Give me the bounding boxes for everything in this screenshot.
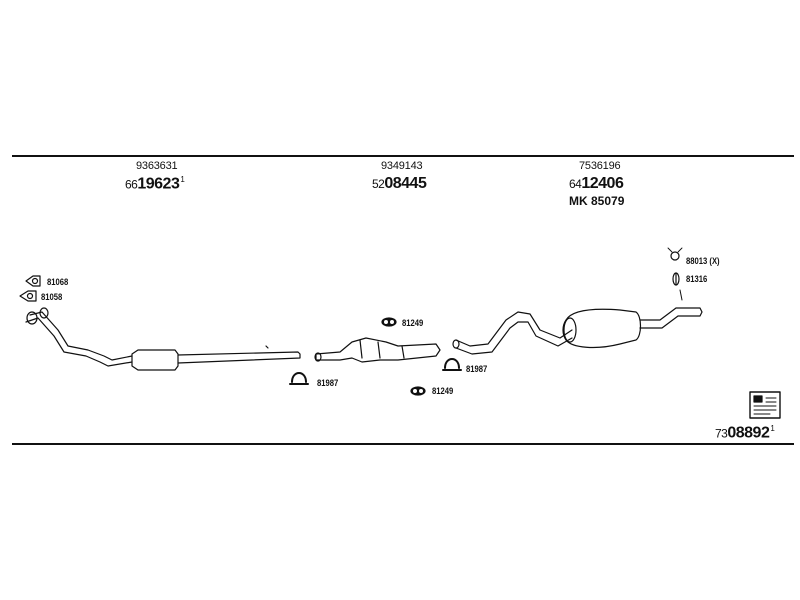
footer-main: 08892 <box>727 424 770 442</box>
front-pipe-assembly <box>25 307 301 371</box>
hanger-clip-icon <box>672 272 683 301</box>
part-number-col1: 66196231 <box>125 175 185 193</box>
flange-ring <box>26 311 38 325</box>
flange-ring <box>39 307 49 319</box>
part-number-col3: 6412406 <box>569 175 624 193</box>
ref-number-col1: 9363631 <box>136 160 178 172</box>
mk-number: MK 85079 <box>569 194 625 208</box>
part-main-col2: 08445 <box>384 175 427 192</box>
callout-hanger: 81316 <box>686 274 708 284</box>
silencer-end-cap <box>563 317 577 343</box>
clamp-icon <box>442 358 462 371</box>
callout-clamp-right: 81987 <box>466 364 488 374</box>
clamp-icon <box>289 372 309 385</box>
part-prefix-col1: 66 <box>125 177 138 192</box>
rear-muffler-assembly <box>452 307 703 355</box>
gasket-icon <box>25 275 41 287</box>
footer-suffix: 1 <box>770 424 775 433</box>
top-divider <box>12 155 794 157</box>
pipe-end <box>452 339 460 349</box>
bottom-divider <box>12 443 794 445</box>
ref-number-col3: 7536196 <box>579 160 621 172</box>
callout-gasket-top: 81068 <box>47 277 69 287</box>
part-number-col2: 5208445 <box>372 175 427 193</box>
catalog-icon <box>749 391 781 419</box>
rubber-mount-icon <box>381 317 397 327</box>
rubber-mount-icon <box>410 386 426 396</box>
pipe-end <box>314 352 322 362</box>
ref-number-col2: 9349143 <box>381 160 423 172</box>
callout-hanger-x: 88013 (X) <box>686 256 720 266</box>
footer-prefix: 73 <box>715 426 728 441</box>
rear-silencer <box>562 308 642 349</box>
part-prefix-col3: 64 <box>569 177 582 191</box>
callout-mount-low: 81249 <box>432 386 454 396</box>
footer-part-number: 73088921 <box>715 424 775 442</box>
tail-pipe <box>639 307 703 329</box>
part-prefix-col2: 52 <box>372 177 385 191</box>
part-main-col1: 19623 <box>137 175 180 193</box>
middle-silencer <box>315 337 441 363</box>
callout-gasket-bottom: 81058 <box>41 292 63 302</box>
callout-clamp-left: 81987 <box>317 378 339 388</box>
callout-mount-mid: 81249 <box>402 318 424 328</box>
hanger-pin <box>265 345 269 349</box>
part-main-col3: 12406 <box>581 175 624 192</box>
catalytic-converter <box>131 349 179 371</box>
hanger-ring-icon <box>667 247 683 261</box>
part-suffix-col1: 1 <box>180 175 185 184</box>
gasket-icon <box>19 290 37 302</box>
middle-muffler-assembly <box>314 337 441 363</box>
